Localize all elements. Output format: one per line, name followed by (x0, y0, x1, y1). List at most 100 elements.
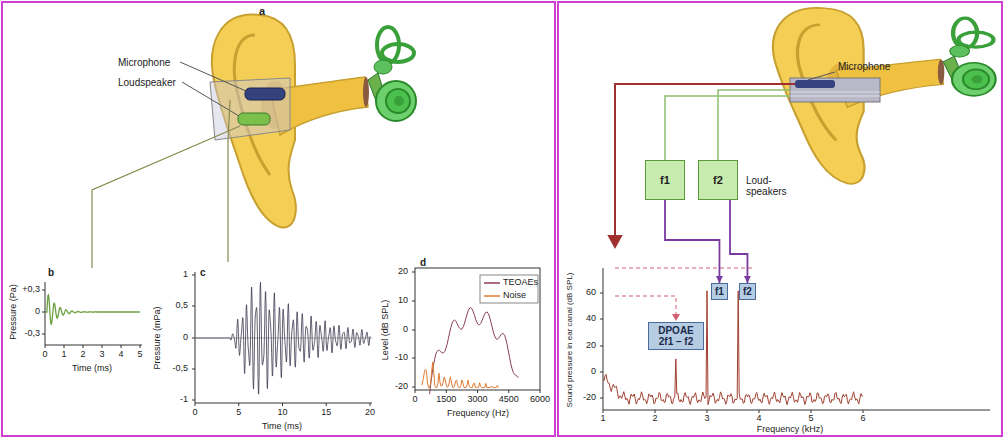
part-label: Loud-speakers (746, 175, 798, 197)
tick-label: 0 (183, 333, 188, 343)
node-text: f2 (713, 174, 723, 186)
tick-mark (192, 369, 195, 370)
panel-letter: c (200, 267, 206, 278)
tick-mark (192, 275, 195, 276)
plot-axes (45, 268, 990, 410)
part-label: Microphone (118, 57, 170, 68)
probe-left (245, 88, 285, 100)
tick-label: 5 (236, 408, 241, 418)
tick-mark (140, 345, 141, 348)
tick-mark (707, 410, 708, 413)
tick-mark (412, 272, 415, 273)
signal-curve (45, 282, 863, 405)
tick-mark (192, 338, 195, 339)
signal-line (228, 100, 230, 262)
tick-label: 5 (808, 414, 813, 424)
tick-label: 20 (586, 341, 596, 351)
legend-text: TEOAEs (503, 278, 538, 288)
tick-mark (64, 345, 65, 348)
probe-right (790, 96, 880, 97)
tick-label: 6 (860, 414, 865, 424)
node-text: DPOAE 2f1 – f2 (652, 325, 700, 347)
arrow-head (744, 276, 751, 283)
tick-label: 0 (192, 408, 197, 418)
legend-text: Noise (503, 291, 526, 301)
probe-right (790, 78, 880, 102)
tick-label: 4 (118, 350, 123, 360)
tick-mark (508, 390, 509, 393)
ear-illustration (212, 15, 416, 228)
tick-mark (415, 390, 416, 393)
loudspeaker-box: f2 (698, 160, 738, 200)
probe-right (790, 72, 880, 102)
speaker-wire (661, 90, 790, 168)
axis-title: Time (ms) (262, 422, 302, 432)
tick-mark (446, 390, 447, 393)
dashed-guide (672, 314, 680, 321)
tick-mark (759, 410, 760, 413)
microphone-wire (615, 84, 795, 238)
speaker-wire (665, 96, 790, 160)
connector-line (730, 200, 747, 283)
tick-mark (412, 387, 415, 388)
tick-mark (45, 345, 46, 348)
probe-right (808, 72, 835, 80)
peak-label: f1 (711, 283, 728, 300)
panel-letter: a (259, 5, 265, 17)
dashed-guide (615, 268, 752, 269)
panel-letter: d (420, 257, 426, 268)
connector-line (665, 200, 719, 283)
tick-mark (121, 345, 122, 348)
signal-line (92, 100, 240, 268)
plot-axes (415, 268, 540, 390)
plot-axes (195, 403, 372, 404)
tick-mark (195, 403, 196, 406)
tick-mark (238, 403, 239, 406)
tick-label: 2 (80, 350, 85, 360)
leader-line (180, 62, 246, 116)
panel-letter: b (48, 267, 54, 278)
noise-spectrum (421, 362, 498, 388)
tick-mark (370, 403, 371, 406)
tick-label: 0 (42, 350, 47, 360)
tick-label: 3000 (467, 395, 487, 405)
tick-mark (655, 410, 656, 413)
dashed-guide (615, 296, 676, 316)
connector (730, 200, 751, 283)
tick-mark (42, 272, 863, 413)
loudspeaker-box: f1 (645, 160, 685, 200)
ear-illustration (212, 8, 996, 228)
tick-label: -0,3 (24, 329, 40, 339)
axis-title: Level (dB SPL) (381, 300, 391, 361)
tick-mark (603, 410, 604, 413)
speaker-wire (718, 90, 790, 160)
panel-frame (558, 2, 1002, 436)
axis-title: Frequency (kHz) (757, 425, 824, 435)
axis-title: Sound pressure in ear canal (dB SPL) (566, 273, 575, 408)
probe-left (210, 78, 290, 140)
legend-box (484, 295, 500, 297)
legend-box (480, 275, 538, 303)
tick-mark (326, 403, 327, 406)
axis-title: Frequency (Hz) (447, 409, 509, 419)
probe-right (795, 80, 835, 88)
tick-label: 5 (137, 350, 142, 360)
tick-mark (600, 346, 603, 347)
plot-axes (45, 345, 142, 346)
tick-label: 1 (600, 414, 605, 424)
tick-label: 0 (35, 307, 40, 317)
tick-mark (102, 345, 103, 348)
tick-mark (600, 319, 603, 320)
probe-right (790, 92, 880, 93)
tick-label: 10 (277, 408, 287, 418)
dpoae-label: DPOAE 2f1 – f2 (648, 322, 704, 350)
legend-box (480, 275, 538, 303)
tick-mark (600, 293, 603, 294)
signal-line (92, 126, 240, 268)
tick-mark (412, 301, 415, 302)
tick-label: 10 (398, 296, 408, 306)
tick-label: 0 (403, 325, 408, 335)
tick-mark (83, 345, 84, 348)
tick-mark (42, 290, 45, 291)
microphone-wire (609, 236, 621, 247)
